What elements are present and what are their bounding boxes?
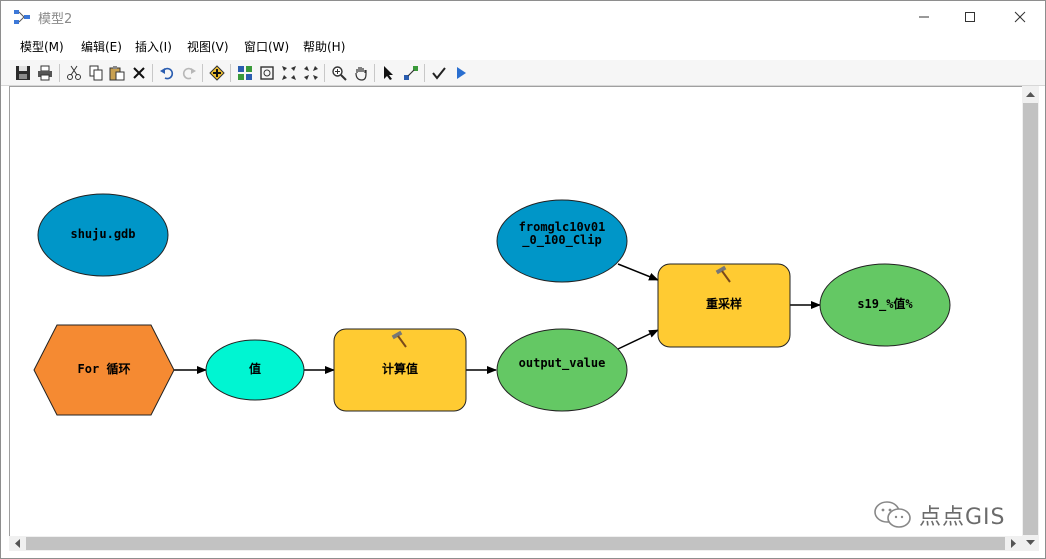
minimize-icon <box>919 16 929 17</box>
auto-layout-button[interactable] <box>235 63 255 83</box>
zoom-out-fixed-button[interactable] <box>301 63 321 83</box>
print-button[interactable] <box>35 63 55 83</box>
delete-icon <box>133 67 145 79</box>
redo-icon <box>182 67 196 80</box>
validate-icon <box>432 67 446 80</box>
toolbar-separator <box>324 64 325 82</box>
undo-icon <box>160 67 174 80</box>
node-fromglc-clip-label: fromglc10v01_0_100_Clip <box>518 220 606 247</box>
cut-button[interactable] <box>64 63 84 83</box>
menu-bar: 模型(M) 编辑(E) 插入(I) 视图(V) 窗口(W) 帮助(H) <box>1 32 1045 60</box>
paste-button[interactable] <box>107 63 127 83</box>
node-value[interactable] <box>205 339 305 401</box>
toolbar-separator <box>374 64 375 82</box>
save-icon <box>16 66 30 80</box>
validate-button[interactable] <box>429 63 449 83</box>
connector-fromglc-to-resample <box>617 263 659 281</box>
vertical-scrollbar[interactable] <box>1022 86 1039 551</box>
menu-edit[interactable]: 编辑(E) <box>81 40 122 54</box>
zoom-icon <box>332 66 347 81</box>
run-button[interactable] <box>451 63 471 83</box>
connector-output-to-resample <box>617 329 659 350</box>
pan-button[interactable] <box>351 63 371 83</box>
toolbar-separator <box>59 64 60 82</box>
run-icon <box>457 67 466 79</box>
menu-insert[interactable]: 插入(I) <box>135 40 172 54</box>
vertical-scroll-thumb[interactable] <box>1023 103 1038 535</box>
node-for-loop-label: For 循环 <box>77 362 131 376</box>
toolbar-separator <box>152 64 153 82</box>
title-bar: 模型2 <box>1 1 1045 32</box>
hammer-icon <box>391 330 407 348</box>
menu-window[interactable]: 窗口(W) <box>244 40 290 54</box>
connect-button[interactable] <box>401 63 421 83</box>
watermark-text: 点点GIS <box>919 505 1006 530</box>
auto-layout-icon <box>238 66 252 80</box>
node-fromglc-clip[interactable] <box>496 199 628 283</box>
node-shuju-gdb-label: shuju.gdb <box>70 227 136 241</box>
maximize-button[interactable] <box>947 1 993 32</box>
window-title: 模型2 <box>38 12 73 27</box>
delete-button[interactable] <box>129 63 149 83</box>
zoom-out-fixed-icon <box>304 66 318 80</box>
scroll-down-arrow-icon[interactable] <box>1023 535 1038 550</box>
save-button[interactable] <box>13 63 33 83</box>
node-value-label: 值 <box>248 362 261 376</box>
paste-icon <box>109 66 125 81</box>
node-shuju-gdb[interactable] <box>37 193 169 277</box>
watermark: 点点GIS <box>873 499 1006 531</box>
scroll-left-arrow-icon[interactable] <box>10 536 25 551</box>
cut-icon <box>67 65 81 80</box>
toolbar-separator <box>424 64 425 82</box>
node-s19-output[interactable] <box>819 263 951 347</box>
horizontal-scrollbar[interactable] <box>9 536 1022 551</box>
horizontal-scroll-thumb[interactable] <box>26 537 1005 550</box>
full-extent-button[interactable] <box>257 63 277 83</box>
scroll-right-arrow-icon[interactable] <box>1006 536 1021 551</box>
hammer-icon <box>715 265 731 283</box>
node-s19-output-label: s19_%值% <box>857 297 913 311</box>
copy-button[interactable] <box>86 63 106 83</box>
node-calculate-value[interactable] <box>333 328 467 412</box>
full-extent-icon <box>260 66 274 80</box>
scroll-up-arrow-icon[interactable] <box>1023 87 1038 102</box>
node-resample-label: 重采样 <box>705 297 742 311</box>
model-builder-icon <box>14 10 30 24</box>
node-resample[interactable] <box>657 263 791 348</box>
node-for-loop[interactable] <box>33 324 175 416</box>
connect-icon <box>404 66 418 80</box>
undo-button[interactable] <box>157 63 177 83</box>
toolbar-separator <box>230 64 231 82</box>
close-icon <box>1014 11 1026 22</box>
model-diagram <box>33 193 951 416</box>
copy-icon <box>89 65 103 81</box>
minimize-button[interactable] <box>901 1 947 32</box>
redo-button[interactable] <box>179 63 199 83</box>
zoom-in-fixed-button[interactable] <box>279 63 299 83</box>
model-canvas[interactable]: shuju.gdb For 循环 值 计算值 output_value from… <box>9 86 1022 536</box>
node-calculate-value-label: 计算值 <box>381 362 418 376</box>
menu-view[interactable]: 视图(V) <box>187 40 229 54</box>
zoom-in-fixed-icon <box>282 66 296 80</box>
add-data-button[interactable] <box>207 63 227 83</box>
wechat-logo-icon <box>874 501 911 528</box>
maximize-icon <box>965 11 975 22</box>
toolbar <box>1 60 1045 86</box>
select-button[interactable] <box>379 63 399 83</box>
pan-icon <box>355 67 367 81</box>
menu-model[interactable]: 模型(M) <box>20 40 64 54</box>
node-output-value[interactable] <box>496 328 628 412</box>
print-icon <box>38 65 52 81</box>
menu-help[interactable]: 帮助(H) <box>303 40 346 54</box>
zoom-button[interactable] <box>329 63 349 83</box>
node-output-value-label: output_value <box>518 356 606 370</box>
add-data-icon <box>209 65 225 81</box>
toolbar-separator <box>202 64 203 82</box>
select-icon <box>384 66 393 80</box>
close-button[interactable] <box>997 1 1043 32</box>
